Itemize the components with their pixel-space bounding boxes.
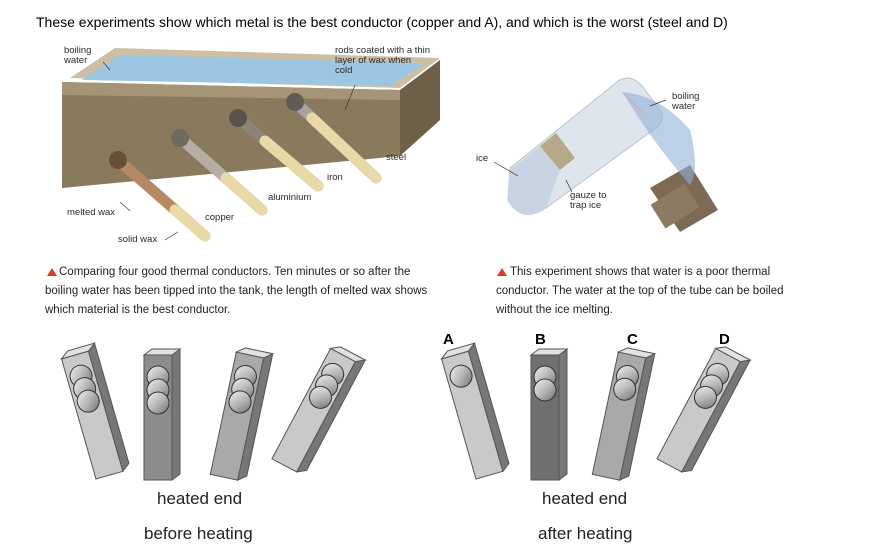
label-aluminium: aluminium xyxy=(268,192,312,203)
tank-caption: Comparing four good thermal conductors. … xyxy=(45,266,428,313)
tank-front xyxy=(62,82,400,188)
label-gauze: gauze to trap ice xyxy=(570,190,607,211)
wax-ball xyxy=(449,364,473,388)
label-rods-coated: rods coated with a thin layer of wax whe… xyxy=(335,45,431,76)
tube-ice xyxy=(508,146,560,215)
rod-letter-b: B xyxy=(535,331,546,348)
label-copper: copper xyxy=(205,212,235,223)
tank-water xyxy=(82,55,425,86)
wax-ball xyxy=(533,378,557,402)
rod-letter-c: C xyxy=(627,331,638,348)
wax-ball xyxy=(146,391,170,415)
heated-end-right: heated end xyxy=(542,489,628,508)
rod-c xyxy=(591,347,657,482)
rod-copper xyxy=(109,151,211,242)
tube-flame xyxy=(622,92,695,185)
rod-left-2 xyxy=(142,348,182,481)
label-tube-boiling-water: boiling water xyxy=(672,91,700,112)
rod-aluminium xyxy=(171,129,268,216)
label-steel: steel xyxy=(386,152,407,163)
wax-ball xyxy=(308,385,332,409)
tank-front-shade xyxy=(62,82,400,100)
heated-end-left: heated end xyxy=(157,489,243,508)
wax-ball xyxy=(613,377,637,401)
before-heating-label: before heating xyxy=(144,524,253,543)
rod-a xyxy=(440,342,510,480)
tube-gauze xyxy=(540,133,575,170)
caption-triangle-left xyxy=(47,268,57,276)
label-iron: iron xyxy=(327,172,343,183)
after-heating-label: after heating xyxy=(538,524,633,543)
rod-b xyxy=(529,348,569,481)
rod-left-4 xyxy=(271,346,367,473)
wax-ball xyxy=(76,389,100,413)
caption-triangle-right xyxy=(497,268,507,276)
test-tube xyxy=(507,77,695,215)
rod-left-3 xyxy=(209,347,275,482)
label-ice: ice xyxy=(476,153,489,164)
rod-iron xyxy=(229,109,324,192)
tube-clamp-face xyxy=(650,183,700,229)
rod-d xyxy=(656,346,752,473)
rod-left-1 xyxy=(60,342,130,480)
label-boiling-water: boiling water xyxy=(64,45,92,66)
tank-side xyxy=(400,60,440,156)
wax-ball xyxy=(228,390,252,414)
label-solid-wax: solid wax xyxy=(118,234,158,245)
rods-before-heating xyxy=(60,342,367,482)
label-melted-wax: melted wax xyxy=(67,207,116,218)
rod-letter-a: A xyxy=(443,331,454,348)
tube-caption: This experiment shows that water is a po… xyxy=(496,266,784,316)
rods-after-heating xyxy=(440,342,752,482)
wax-ball xyxy=(693,385,717,409)
rod-steel xyxy=(286,93,382,184)
rod-letter-d: D xyxy=(719,331,730,348)
page-heading: These experiments show which metal is th… xyxy=(36,14,728,30)
